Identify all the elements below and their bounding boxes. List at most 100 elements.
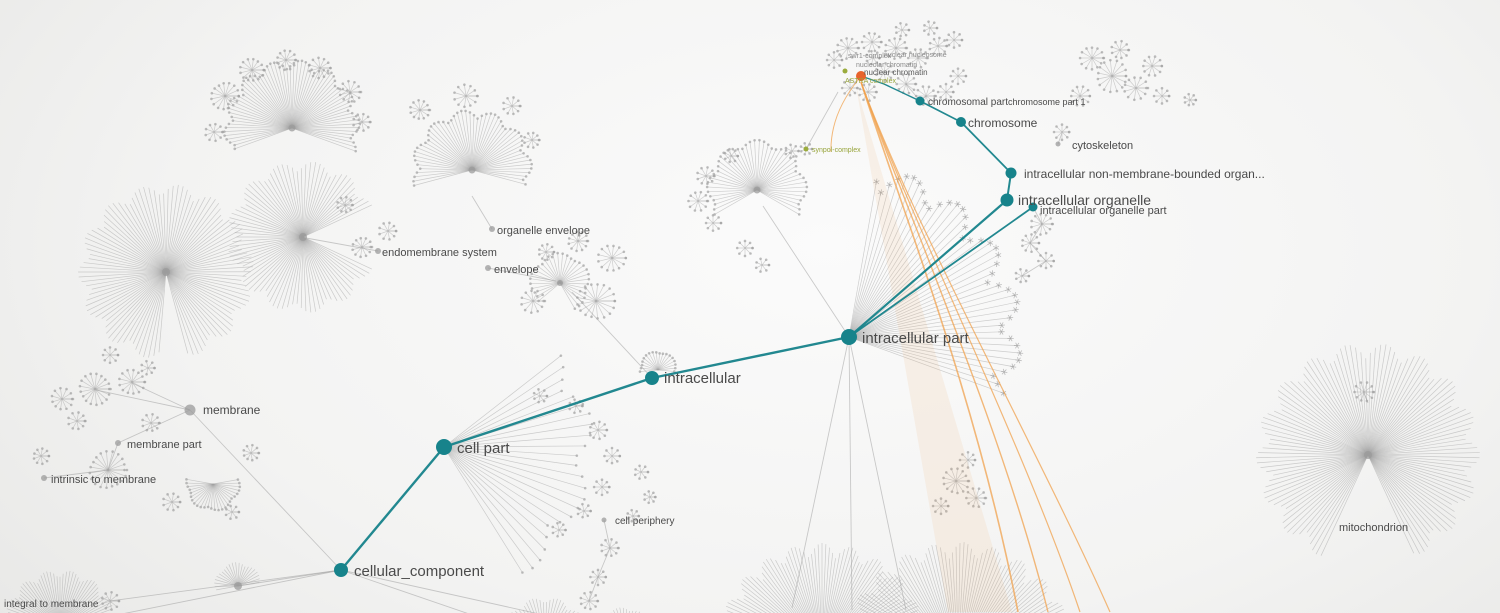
fan-cluster: [923, 20, 939, 36]
node-label[interactable]: intracellular: [664, 370, 741, 387]
path-node[interactable]: [436, 439, 452, 455]
node-label[interactable]: envelope: [494, 264, 539, 276]
path-node[interactable]: [1005, 167, 1017, 179]
fan-cluster: [101, 346, 120, 365]
fan-cluster: [67, 411, 87, 431]
fan-cluster: [185, 478, 242, 512]
fan-cluster: [931, 497, 950, 516]
node-label[interactable]: nucleolar chromatin: [856, 62, 917, 69]
node-label[interactable]: intracellular organelle part: [1040, 205, 1167, 217]
node-label[interactable]: ASTRA complex: [845, 78, 896, 85]
fan-cluster: [725, 543, 919, 613]
fan-cluster: [965, 487, 988, 508]
path-node[interactable]: [645, 371, 659, 385]
fan-cluster: [141, 413, 161, 432]
fan-cluster: [228, 162, 372, 313]
fan-cluster: [351, 236, 374, 259]
node-labels: cellular_component cell part intracellular…: [4, 52, 1408, 610]
node-label[interactable]: mitochondrion: [1339, 522, 1408, 534]
fan-cluster: [529, 251, 591, 310]
path-node[interactable]: [1028, 202, 1038, 212]
graph-node[interactable]: [1364, 451, 1372, 459]
fan-cluster: [945, 30, 964, 49]
graph-node[interactable]: [753, 186, 761, 194]
fan-cluster: [1353, 381, 1376, 403]
orange-edge-bundle: [830, 79, 1111, 613]
graph-node[interactable]: [299, 233, 307, 241]
fan-cluster: [78, 372, 112, 407]
path-node[interactable]: [1000, 193, 1014, 207]
node-label[interactable]: integral to membrane: [4, 599, 99, 610]
fan-cluster: [696, 166, 716, 186]
fan-cluster: [723, 147, 740, 164]
node-label[interactable]: chromosomal part: [928, 97, 1008, 108]
fan-cluster: [942, 467, 971, 495]
node-label[interactable]: cell part: [457, 440, 510, 457]
graph-node[interactable]: [468, 166, 476, 174]
node-label[interactable]: chromosome part 1: [1008, 97, 1086, 107]
node-label[interactable]: organelle envelope: [497, 225, 590, 237]
graph-node[interactable]: [601, 517, 607, 523]
node-label[interactable]: nuclear nucleosome: [884, 52, 947, 59]
fan-cluster: [140, 359, 156, 376]
fan-cluster: [865, 49, 881, 66]
gray-edges: [43, 83, 1369, 613]
graph-node[interactable]: [288, 124, 296, 132]
fan-cluster: [1096, 58, 1128, 94]
graph-node[interactable]: [234, 582, 242, 590]
fan-cluster: [1183, 92, 1198, 107]
graph-node[interactable]: [184, 404, 196, 416]
graph-node[interactable]: [803, 146, 809, 152]
node-label[interactable]: cellular_component: [354, 563, 485, 580]
fan-cluster: [705, 138, 809, 216]
node-label[interactable]: membrane part: [127, 439, 202, 451]
graph-node[interactable]: [375, 248, 381, 254]
node-label[interactable]: intracellular organelle: [1018, 192, 1151, 208]
fan-cluster: [223, 59, 362, 153]
path-node[interactable]: [956, 117, 966, 127]
path-node[interactable]: [334, 563, 348, 577]
graph-node[interactable]: [485, 265, 491, 271]
fan-cluster: [928, 36, 949, 57]
fan-cluster: [1123, 76, 1150, 102]
fan-cluster: [242, 443, 261, 462]
path-node[interactable]: [915, 96, 925, 106]
node-label[interactable]: endomembrane system: [382, 247, 497, 259]
graph-node[interactable]: [557, 280, 563, 286]
node-label[interactable]: intracellular part: [862, 330, 970, 347]
fan-cluster: [638, 350, 677, 373]
node-label[interactable]: cell periphery: [615, 516, 674, 527]
graph-node[interactable]: [162, 268, 170, 276]
fan-cluster: [1030, 213, 1055, 236]
fan-cluster: [1014, 267, 1031, 284]
fan-cluster: [1110, 39, 1131, 60]
node-label[interactable]: nuclear chromatin: [864, 68, 928, 77]
fan-cluster: [840, 78, 859, 97]
graph-node[interactable]: [115, 440, 121, 446]
fan-cluster: [958, 450, 977, 469]
graph-node[interactable]: [489, 226, 495, 232]
node-label[interactable]: synpol-complex: [812, 147, 861, 154]
graph-node[interactable]: [842, 68, 848, 74]
node-label[interactable]: membrane: [203, 403, 261, 417]
highlighted-node[interactable]: [856, 71, 866, 81]
fan-cluster: [412, 109, 534, 187]
node-label[interactable]: swr1-complex: [848, 53, 892, 60]
fan-cluster: [239, 57, 266, 82]
fan-cluster: [443, 354, 594, 574]
fan-cluster: [603, 446, 622, 465]
node-label[interactable]: chromosome: [968, 116, 1038, 130]
fan-cluster: [704, 213, 723, 232]
fan-cluster: [336, 195, 355, 214]
fan-cluster: [511, 598, 579, 613]
graph-node[interactable]: [1055, 141, 1061, 147]
fan-cluster: [848, 173, 1024, 397]
fan-cluster: [1052, 123, 1071, 142]
node-label[interactable]: intrinsic to membrane: [51, 474, 156, 486]
node-label[interactable]: cytoskeleton: [1072, 140, 1133, 152]
path-node[interactable]: [841, 329, 857, 345]
node-label[interactable]: intracellular non-membrane-bounded organ…: [1024, 167, 1265, 181]
graph-node[interactable]: [41, 475, 47, 481]
